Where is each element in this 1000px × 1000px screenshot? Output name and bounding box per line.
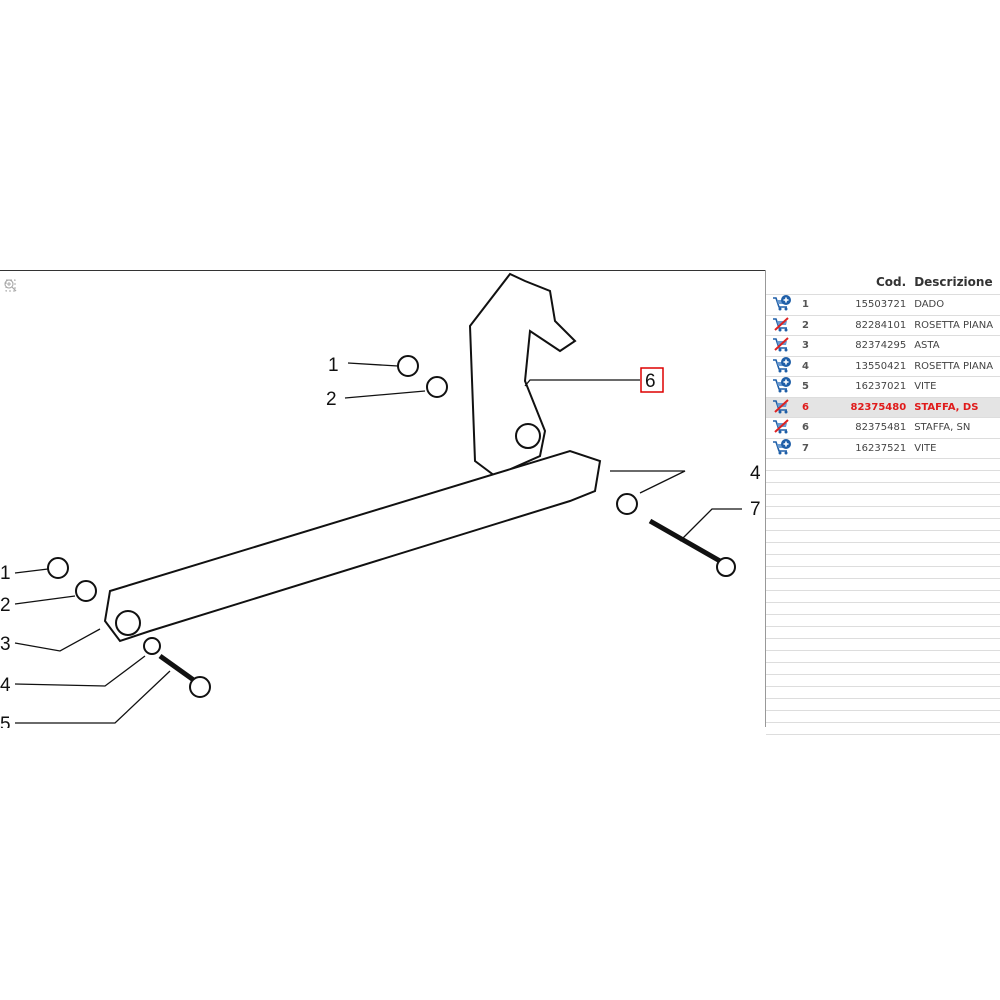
callout-2[interactable]: 2 bbox=[0, 595, 11, 616]
selected-callout-box bbox=[640, 367, 664, 393]
parts-table: Cod. Descrizione 1 15503721 DADO 2 82284… bbox=[766, 270, 1000, 746]
description-cell: STAFFA, SN bbox=[912, 417, 1000, 438]
cart-unavailable-icon[interactable] bbox=[772, 337, 792, 355]
empty-row bbox=[766, 566, 1000, 579]
cart-add-icon[interactable] bbox=[772, 438, 792, 458]
code-header: Cod. bbox=[875, 275, 907, 289]
empty-row bbox=[766, 458, 1000, 471]
description-cell: DADO bbox=[912, 294, 1000, 315]
empty-row bbox=[766, 506, 1000, 519]
callout-6[interactable]: 6 bbox=[645, 371, 656, 392]
callout-4[interactable]: 4 bbox=[0, 675, 11, 696]
description-header: Descrizione bbox=[914, 275, 993, 289]
code-cell: 82375480 bbox=[844, 396, 913, 418]
empty-row bbox=[766, 638, 1000, 651]
parts-list-panel: Cod. Descrizione 1 15503721 DADO 2 82284… bbox=[765, 270, 1000, 746]
code-cell: 15503721 bbox=[844, 294, 913, 315]
empty-row bbox=[766, 650, 1000, 663]
callout-1[interactable]: 1 bbox=[328, 355, 339, 376]
code-cell: 82374295 bbox=[844, 335, 913, 356]
empty-row bbox=[766, 614, 1000, 627]
zoom-out-icon[interactable] bbox=[4, 279, 17, 324]
empty-row bbox=[766, 542, 1000, 555]
empty-row bbox=[766, 662, 1000, 675]
empty-row bbox=[766, 554, 1000, 567]
table-row[interactable]: 5 16237021 VITE bbox=[766, 376, 1000, 397]
empty-row bbox=[766, 734, 1000, 746]
position-cell: 6 bbox=[800, 417, 844, 438]
table-row[interactable]: 6 82375480 STAFFA, DS bbox=[766, 396, 1000, 418]
table-row[interactable]: 2 82284101 ROSETTA PIANA bbox=[766, 314, 1000, 336]
empty-row bbox=[766, 626, 1000, 639]
description-cell: ROSETTA PIANA bbox=[912, 314, 1000, 336]
callout-5[interactable]: 5 bbox=[0, 714, 11, 728]
position-cell: 4 bbox=[800, 355, 844, 377]
code-cell: 16237021 bbox=[844, 376, 913, 397]
rod-part bbox=[103, 449, 602, 643]
position-cell: 3 bbox=[800, 335, 844, 356]
empty-row bbox=[766, 674, 1000, 687]
cart-add-icon[interactable] bbox=[772, 356, 792, 376]
position-cell: 5 bbox=[800, 376, 844, 397]
table-row[interactable]: 7 16237521 VITE bbox=[766, 437, 1000, 459]
table-row[interactable]: 4 13550421 ROSETTA PIANA bbox=[766, 355, 1000, 377]
callout-7[interactable]: 7 bbox=[750, 499, 761, 520]
description-cell: VITE bbox=[912, 376, 1000, 397]
empty-row bbox=[766, 722, 1000, 735]
description-cell: ASTA bbox=[912, 335, 1000, 356]
description-cell: VITE bbox=[912, 437, 1000, 459]
empty-row bbox=[766, 602, 1000, 615]
exploded-diagram: 1 2 6 4 7 1 2 3 4 5 bbox=[0, 272, 761, 728]
empty-row bbox=[766, 686, 1000, 699]
cart-unavailable-icon[interactable] bbox=[772, 317, 792, 335]
position-cell: 1 bbox=[800, 294, 844, 315]
code-cell: 82375481 bbox=[844, 417, 913, 438]
code-cell: 82284101 bbox=[844, 314, 913, 336]
cart-unavailable-icon[interactable] bbox=[772, 419, 792, 437]
empty-row bbox=[766, 494, 1000, 507]
position-cell: 6 bbox=[800, 396, 844, 418]
empty-row bbox=[766, 590, 1000, 603]
code-cell: 16237521 bbox=[844, 437, 913, 459]
cart-unavailable-icon[interactable] bbox=[772, 399, 792, 417]
callout-4[interactable]: 4 bbox=[750, 463, 761, 484]
table-row[interactable]: 1 15503721 DADO bbox=[766, 294, 1000, 315]
position-cell: 7 bbox=[800, 437, 844, 459]
description-cell: ROSETTA PIANA bbox=[912, 355, 1000, 377]
empty-row bbox=[766, 698, 1000, 711]
cart-add-icon[interactable] bbox=[772, 295, 792, 314]
empty-row bbox=[766, 518, 1000, 531]
description-cell: STAFFA, DS bbox=[912, 396, 1000, 418]
empty-row bbox=[766, 482, 1000, 495]
code-cell: 13550421 bbox=[844, 355, 913, 377]
parts-diagram-viewer[interactable]: 1 2 6 4 7 1 2 3 4 5 bbox=[0, 270, 765, 728]
empty-row bbox=[766, 710, 1000, 723]
empty-row bbox=[766, 470, 1000, 483]
table-row[interactable]: 6 82375481 STAFFA, SN bbox=[766, 417, 1000, 438]
cart-add-icon[interactable] bbox=[772, 377, 792, 396]
empty-row bbox=[766, 530, 1000, 543]
callout-3[interactable]: 3 bbox=[0, 634, 11, 655]
table-row[interactable]: 3 82374295 ASTA bbox=[766, 335, 1000, 356]
empty-row bbox=[766, 578, 1000, 591]
zoom-in-icon[interactable] bbox=[4, 279, 17, 308]
position-cell: 2 bbox=[800, 314, 844, 336]
callout-1[interactable]: 1 bbox=[0, 563, 11, 584]
callout-2[interactable]: 2 bbox=[326, 389, 337, 410]
